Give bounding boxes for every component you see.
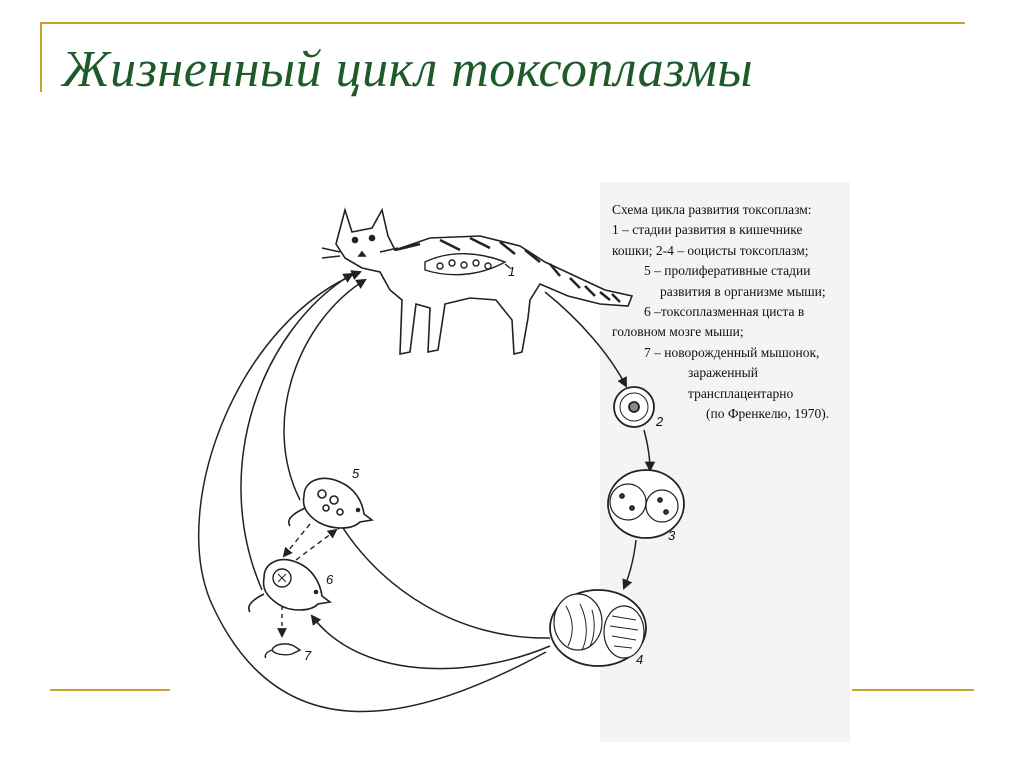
arc-to-mouse5 (336, 518, 551, 639)
stage-label-5: 5 (352, 466, 360, 481)
oocyst-2-icon (613, 386, 655, 428)
top-rule (40, 22, 965, 24)
stage-label-1: 1 (508, 264, 515, 279)
caption-panel (600, 182, 850, 742)
oocyst-3-icon (607, 469, 685, 539)
arc-mouse6-to-cat (240, 272, 354, 591)
dashed-arrow-5-to-6a (282, 523, 311, 558)
caption-line: зараженный (688, 365, 758, 381)
caption-line: 5 – пролиферативные стадии (644, 263, 811, 279)
caption-line: кошки; 2-4 – ооцисты токсоплазм; (612, 242, 809, 258)
bottom-rule-left (50, 689, 170, 691)
cat-intestine (424, 253, 511, 276)
mouse-6-icon (248, 558, 332, 613)
oocyst-4-icon (549, 589, 647, 667)
caption-line: Схема цикла развития токсоплазм: (612, 202, 812, 217)
figure-caption: Схема цикла развития токсоплазм: 1 – ста… (612, 200, 862, 424)
arrow-2-to-3 (643, 429, 656, 473)
caption-line: (по Френкелю, 1970). (706, 406, 830, 422)
caption-line: 6 –токсоплазменная циста в (644, 304, 805, 320)
arc-to-mouse6 (310, 614, 551, 670)
stage-label-6: 6 (326, 572, 334, 587)
left-rule (40, 22, 42, 92)
arc-outer (197, 270, 547, 713)
caption-line: 7 – новорожденный мышонок, (644, 344, 820, 360)
bottom-rule-right (852, 689, 974, 691)
arrow-3-to-4 (622, 539, 637, 590)
stage-label-4: 4 (636, 652, 643, 667)
mouse-7-icon (264, 643, 302, 659)
caption-line: головном мозге мыши; (612, 324, 744, 340)
stage-label-3: 3 (668, 528, 676, 543)
stage-label-7: 7 (304, 648, 312, 663)
arrow-cat-to-oocyst2 (544, 291, 627, 388)
caption-line: развития в организме мыши; (660, 283, 826, 299)
mouse-5-icon (288, 477, 374, 529)
page-title: Жизненный цикл токсоплазмы (62, 41, 754, 98)
stage-label-2: 2 (655, 414, 664, 429)
caption-line: 1 – стадии развития в кишечнике (612, 222, 803, 238)
caption-line: трансплацентарно (688, 385, 794, 401)
cat-icon (321, 207, 634, 356)
arc-mouse5-to-cat (283, 278, 367, 501)
